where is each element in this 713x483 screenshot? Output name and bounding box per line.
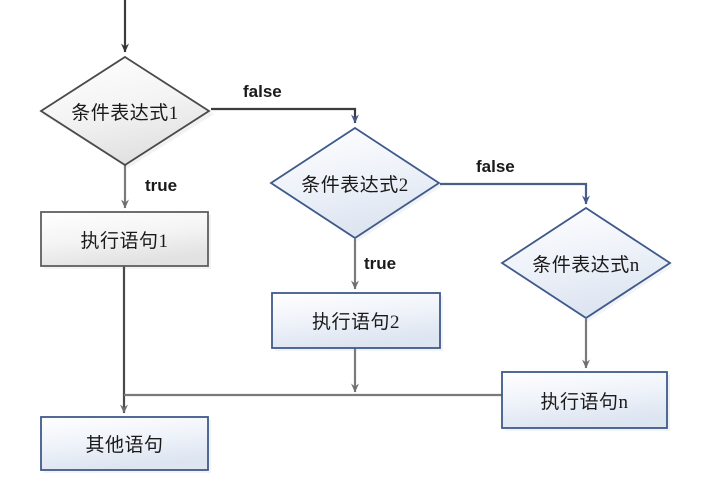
- node-stmt2[interactable]: [271, 292, 441, 349]
- edge-label-true-2: true: [364, 254, 397, 273]
- node-other[interactable]: [40, 416, 209, 471]
- edge-label-true-1: true: [145, 176, 178, 195]
- edge-cond1-false-to-cond2: [211, 107, 359, 124]
- node-condn[interactable]: [500, 206, 672, 320]
- node-cond2[interactable]: [269, 126, 441, 240]
- edge-cond2-false-to-condn: [440, 182, 590, 205]
- node-cond1[interactable]: [39, 55, 211, 167]
- node-stmt1[interactable]: [40, 211, 209, 267]
- node-stmtn[interactable]: [501, 371, 668, 429]
- edge-label-false-2: false: [476, 157, 515, 176]
- edge-label-false-1: false: [243, 82, 282, 101]
